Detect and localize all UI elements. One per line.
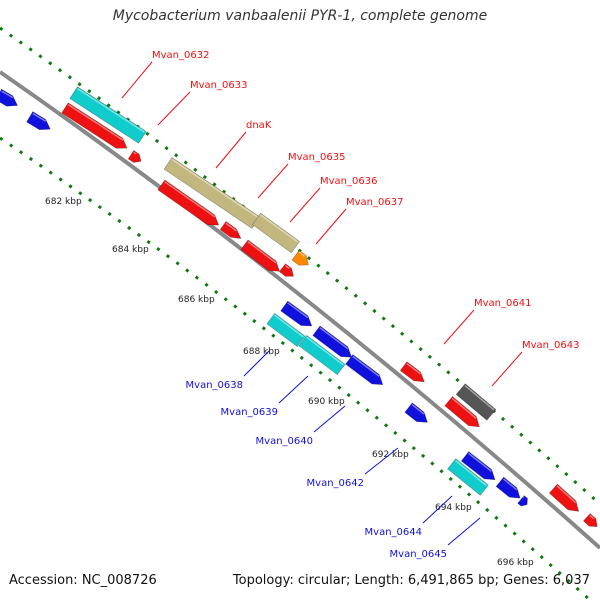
gene-label: Mvan_0633 — [190, 80, 247, 91]
callout-line — [364, 447, 399, 475]
tick-label: 682 kbp — [45, 197, 82, 207]
gene-arrow — [291, 249, 309, 266]
callout-line — [121, 61, 153, 99]
gene-label: Mvan_0636 — [320, 176, 377, 187]
gene-arrow — [266, 312, 306, 348]
gene-arrow — [444, 396, 480, 428]
callout-line — [257, 163, 289, 199]
gene-arrow — [298, 334, 346, 376]
gene-arrow — [548, 483, 580, 512]
tick-label: 690 kbp — [308, 397, 345, 407]
gene-arrow — [219, 221, 242, 239]
gene-label: Mvan_0644 — [365, 527, 422, 538]
gene-label: Mvan_0635 — [288, 152, 345, 163]
tick-label: 696 kbp — [497, 558, 534, 568]
tick-label: 694 kbp — [435, 503, 472, 513]
gene-layer — [0, 86, 598, 528]
gene-arrow — [280, 300, 313, 327]
gene-label: Mvan_0641 — [474, 298, 531, 309]
gene-label: Mvan_0642 — [307, 478, 364, 489]
callout-line — [243, 349, 271, 377]
gene-arrow — [278, 263, 294, 277]
callout-line — [157, 91, 191, 126]
gene-label: dnaK — [246, 120, 272, 131]
gene-arrow — [69, 86, 147, 144]
gene-arrow — [345, 354, 384, 385]
gene-label: Mvan_0639 — [221, 407, 278, 418]
tick-label: 688 kbp — [243, 347, 280, 357]
gene-arrow — [240, 239, 281, 272]
genome-summary: Topology: circular; Length: 6,491,865 bp… — [232, 573, 590, 588]
callout-line — [289, 187, 321, 223]
gene-arrow — [252, 212, 300, 254]
genome-title: Mycobacterium vanbaalenii PYR-1, complet… — [112, 8, 488, 24]
genome-backbone — [0, 70, 600, 550]
gene-arrow — [495, 476, 521, 499]
gene-label: Mvan_0637 — [346, 197, 403, 208]
scale-dotted-inner — [0, 136, 592, 600]
gene-arrow — [399, 361, 425, 383]
gene-label: Mvan_0632 — [152, 50, 209, 61]
gene-arrow — [26, 111, 51, 130]
gene-label: Mvan_0640 — [256, 436, 313, 447]
gene-label: Mvan_0645 — [390, 549, 447, 560]
tick-label: 684 kbp — [112, 245, 149, 255]
gene-label: Mvan_0643 — [522, 340, 579, 351]
gene-arrow — [517, 495, 528, 507]
accession-text: Accession: NC_008726 — [9, 573, 157, 588]
gene-label: Mvan_0638 — [186, 380, 243, 391]
gene-arrow — [455, 383, 497, 421]
backbone-layer — [0, 70, 600, 550]
gene-arrow — [583, 513, 598, 528]
callout-line — [422, 495, 453, 524]
callout-line — [313, 405, 346, 433]
gene-arrow — [447, 458, 489, 496]
gene-arrow — [460, 451, 496, 481]
gene-arrow — [157, 179, 220, 226]
gene-arrow — [61, 102, 128, 149]
tick-label: 692 kbp — [372, 450, 409, 460]
gene-arrow — [0, 88, 18, 107]
callout-line — [443, 309, 475, 345]
callout-line — [315, 208, 347, 245]
callout-line — [447, 517, 481, 546]
callout-line — [278, 375, 309, 404]
callout-line — [491, 351, 523, 387]
gene-arrow — [127, 150, 142, 163]
callout-line — [215, 131, 247, 169]
gene-arrow — [163, 157, 261, 229]
gene-arrow — [404, 402, 428, 423]
gene-arrow — [312, 325, 353, 358]
tick-label: 686 kbp — [178, 295, 215, 305]
